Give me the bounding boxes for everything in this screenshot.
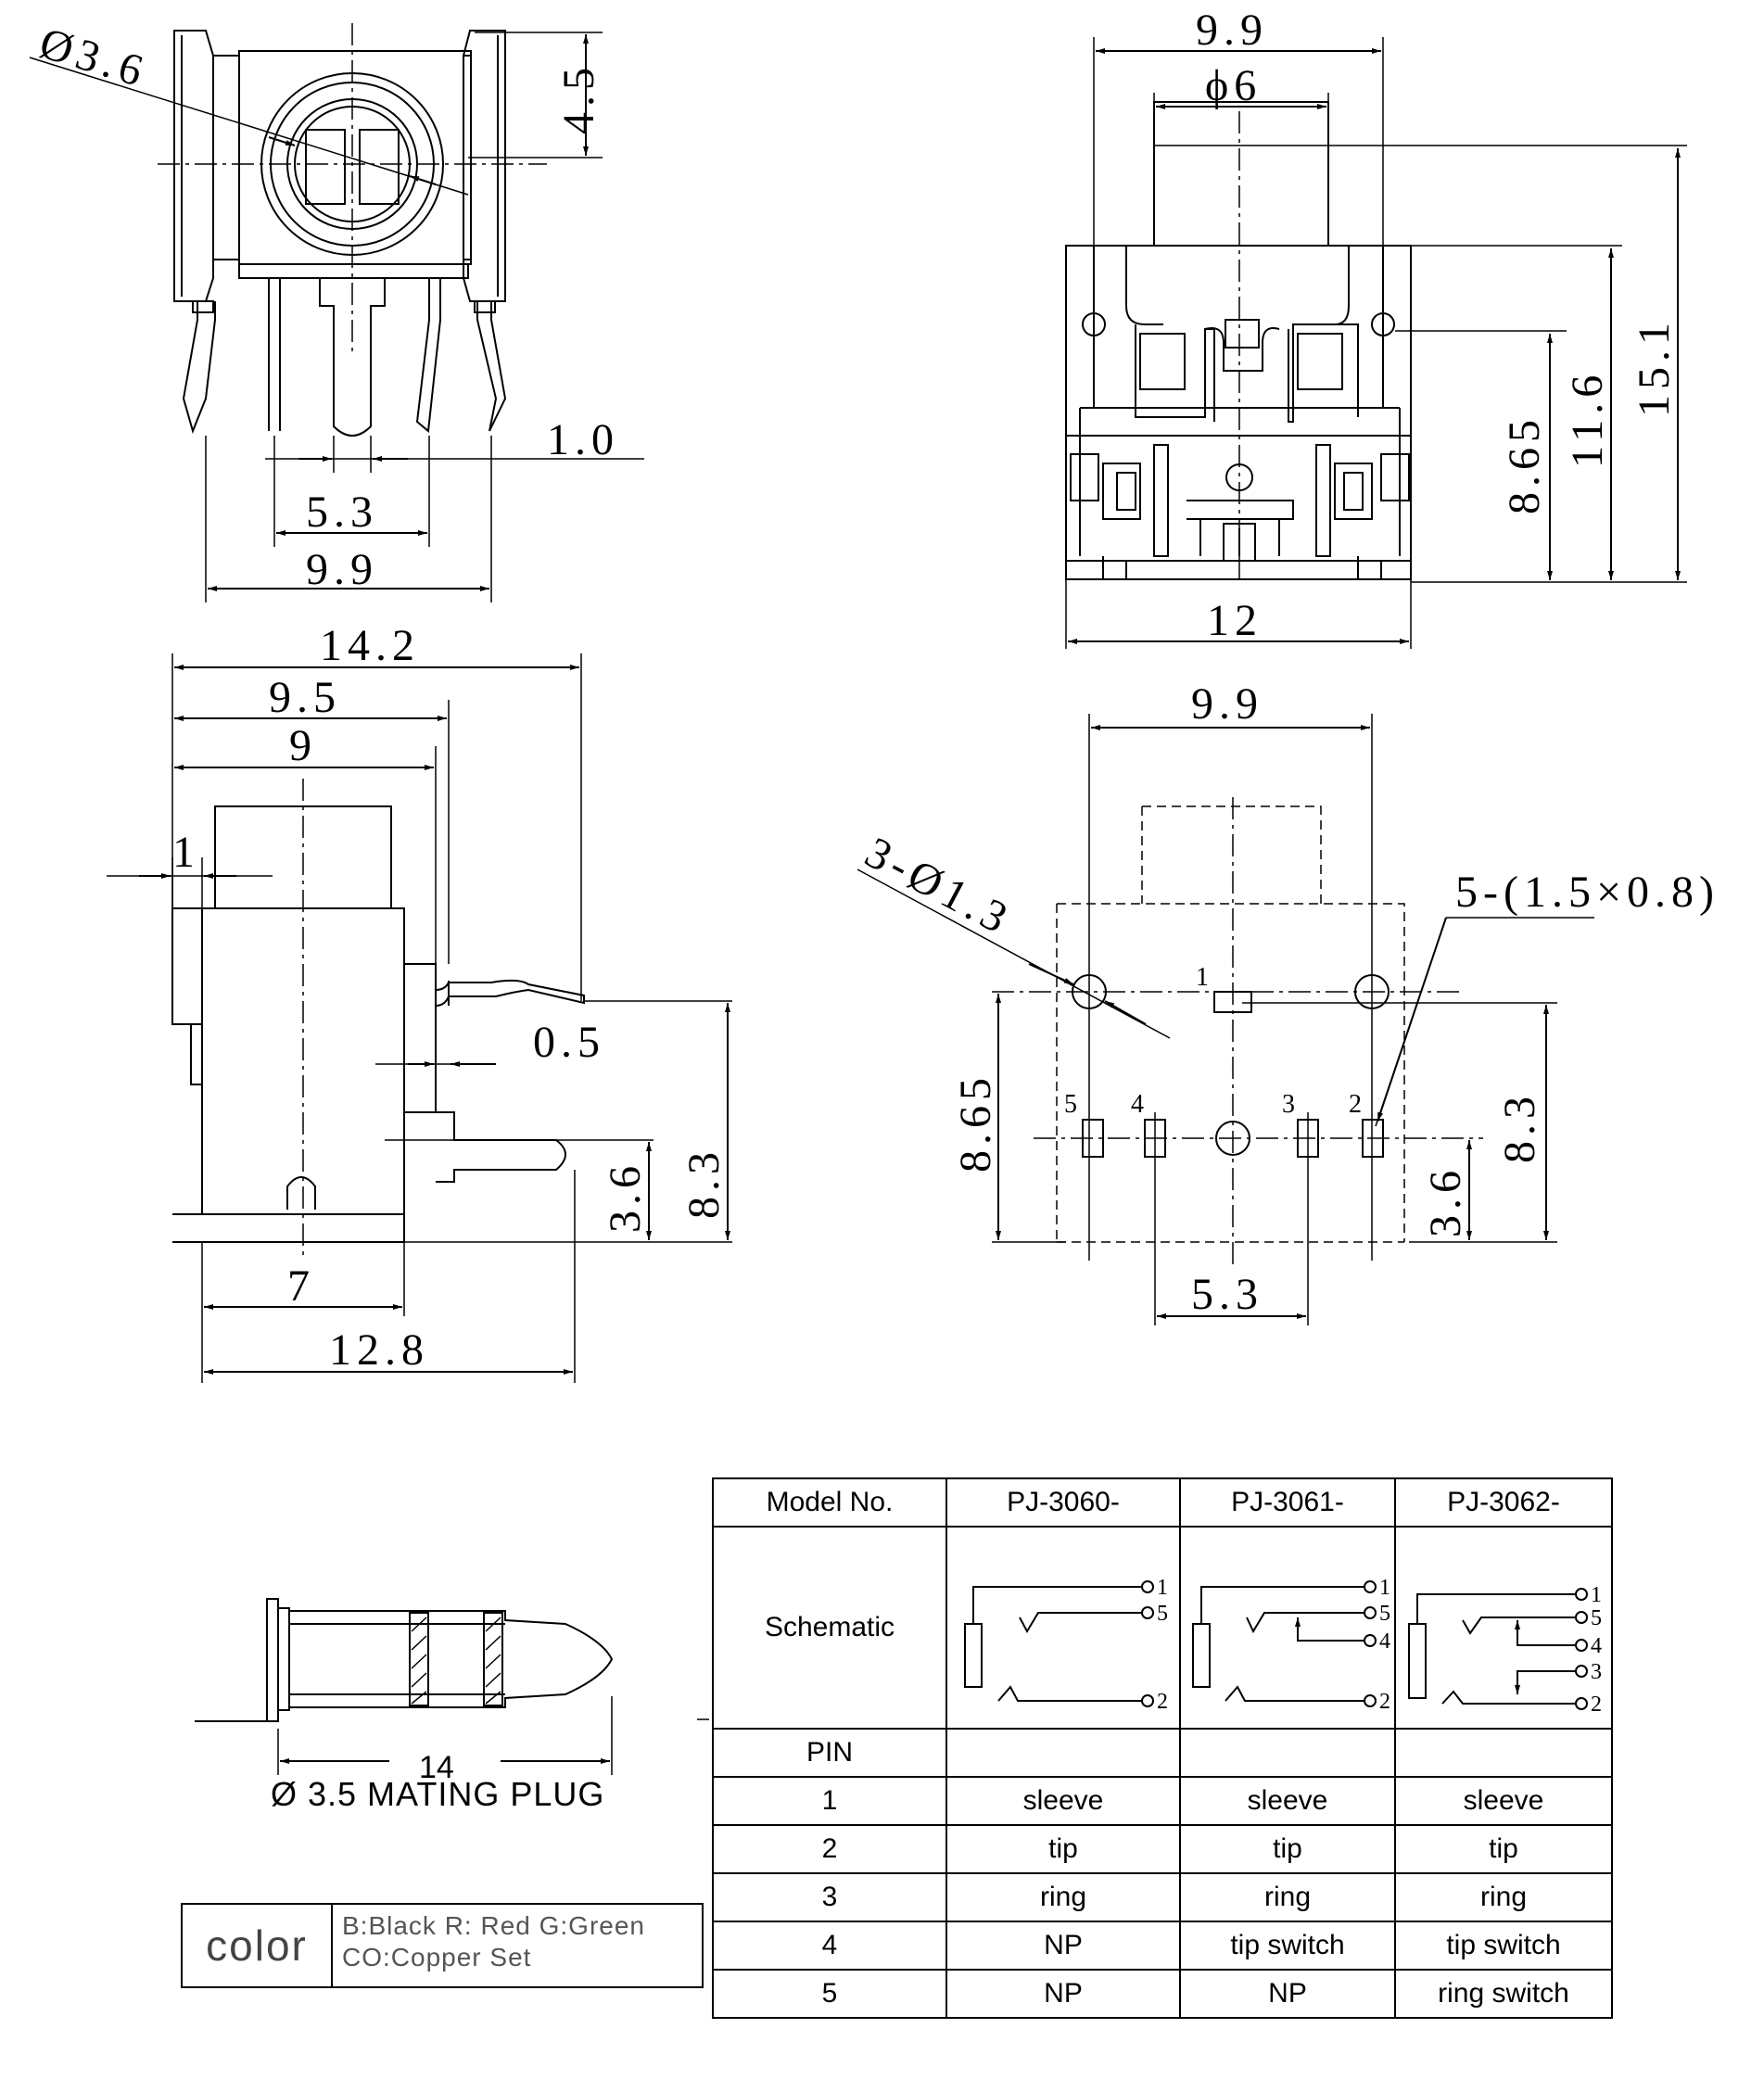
pcb-pin-number: 5 (1064, 1090, 1077, 1119)
front-view-labels: Ø3.6 4.5 1.0 5.3 9.9 (34, 19, 619, 594)
front-width-label: 9.9 (306, 545, 378, 594)
table-cell: ring (945, 1872, 1181, 1922)
pcb-pin-row-label: 3.6 (1421, 1165, 1470, 1237)
top-diameter-label: ϕ6 (1205, 61, 1262, 110)
top-bottom-width-label: 12 (1207, 596, 1263, 645)
front-pin-pitch-label: 5.3 (306, 488, 378, 537)
front-height-label: 4.5 (554, 62, 603, 134)
side-view-labels: 14.2 9.5 9 1 0.5 3.6 8.3 7 12.8 (172, 621, 729, 1375)
table-cell: sleeve (1394, 1776, 1613, 1826)
pcb-pin-numbers: 1 5 4 3 2 (1064, 963, 1362, 1119)
pcb-height-right-label: 8.3 (1495, 1091, 1544, 1163)
table-cell: 3 (712, 1872, 947, 1922)
empty-cell (945, 1728, 1181, 1778)
color-legend-line: B:Black R: Red G:Green (342, 1911, 646, 1940)
pcb-pin-number: 4 (1131, 1090, 1144, 1119)
pin-label: PIN (712, 1728, 947, 1778)
pcb-layout-labels: 9.9 3-Ø1.3 5-(1.5×0.8) 8.65 8.3 3.6 5.3 (857, 679, 1720, 1319)
table-schematic-row: Schematic (712, 1526, 1613, 1730)
color-legend-title: color (183, 1905, 333, 1986)
pcb-slots-label: 5-(1.5×0.8) (1455, 868, 1720, 917)
table-cell: tip switch (1179, 1921, 1396, 1971)
color-legend: color B:Black R: Red G:Green CO:Copper S… (181, 1903, 704, 1988)
table-cell: NP (1179, 1969, 1396, 2019)
pcb-pitch-label: 5.3 (1191, 1270, 1263, 1319)
side-length-9-label: 9 (289, 721, 317, 770)
top-width-label: 9.9 (1196, 6, 1268, 55)
table-cell: tip (1179, 1824, 1396, 1874)
table-cell: sleeve (945, 1776, 1181, 1826)
side-flange-label: 1 (172, 828, 200, 877)
empty-cell (1179, 1728, 1396, 1778)
top-height-151-label: 15.1 (1630, 317, 1679, 417)
plug-caption: Ø 3.5 MATING PLUG (271, 1775, 605, 1813)
pcb-width-label: 9.9 (1191, 679, 1263, 729)
top-height-116-label: 11.6 (1563, 370, 1612, 468)
top-height-865-label: 8.65 (1500, 414, 1549, 514)
side-view (107, 653, 732, 1383)
table-row: 4 NP tip switch tip switch (712, 1921, 1613, 1971)
table-cell: tip (945, 1824, 1181, 1874)
table-cell: 1 (712, 1776, 947, 1826)
table-header-cell: PJ-3062- (1394, 1477, 1613, 1528)
side-length-142-label: 14.2 (320, 621, 420, 670)
side-pin-height-label: 3.6 (601, 1160, 650, 1233)
table-header-cell: PJ-3061- (1179, 1477, 1396, 1528)
front-pin-width-label: 1.0 (547, 415, 619, 464)
side-total-height-label: 8.3 (679, 1147, 729, 1219)
table-cell: 4 (712, 1921, 947, 1971)
top-view (1065, 37, 1687, 649)
side-length-95-label: 9.5 (269, 673, 341, 722)
pcb-pin-number: 2 (1349, 1090, 1362, 1119)
side-base-7-label: 7 (287, 1262, 315, 1311)
color-legend-values: B:Black R: Red G:Green CO:Copper Set (333, 1905, 702, 1986)
table-header-row: Model No. PJ-3060- PJ-3061- PJ-3062- (712, 1477, 1613, 1528)
table-pin-header-row: PIN (712, 1728, 1613, 1778)
empty-cell (1394, 1728, 1613, 1778)
mating-plug (195, 1598, 709, 1775)
side-base-128-label: 12.8 (329, 1325, 429, 1375)
plug-length-label: 14 (419, 1750, 454, 1785)
table-row: 3 ring ring ring (712, 1872, 1613, 1922)
schematic-cell (1394, 1526, 1613, 1730)
pcb-holes-label: 3-Ø1.3 (857, 828, 1021, 945)
table-cell: tip (1394, 1824, 1613, 1874)
table-cell: ring (1179, 1872, 1396, 1922)
table-cell: sleeve (1179, 1776, 1396, 1826)
table-cell: ring (1394, 1872, 1613, 1922)
table-row: 1 sleeve sleeve sleeve (712, 1776, 1613, 1826)
pcb-pin-number: 1 (1196, 963, 1209, 992)
schematic-cell (945, 1526, 1181, 1730)
table-row: 2 tip tip tip (712, 1824, 1613, 1874)
table-cell: NP (945, 1969, 1181, 2019)
table-cell: NP (945, 1921, 1181, 1971)
schematic-label: Schematic (712, 1526, 947, 1730)
front-diameter-label: Ø3.6 (34, 19, 154, 97)
front-view (29, 23, 644, 602)
model-spec-table: Model No. PJ-3060- PJ-3061- PJ-3062- Sch… (712, 1477, 1613, 2019)
schematic-cell (1179, 1526, 1396, 1730)
pcb-height-left-label: 8.65 (951, 1072, 1000, 1173)
table-header-cell: PJ-3060- (945, 1477, 1181, 1528)
top-view-labels: 9.9 ϕ6 8.65 11.6 15.1 12 (1196, 6, 1679, 645)
table-header-cell: Model No. (712, 1477, 947, 1528)
table-cell: ring switch (1394, 1969, 1613, 2019)
color-legend-line: CO:Copper Set (342, 1943, 532, 1972)
pcb-pin-number: 3 (1282, 1090, 1295, 1119)
table-cell: 2 (712, 1824, 947, 1874)
side-lead-label: 0.5 (533, 1018, 605, 1067)
mating-plug-labels: 14 (419, 1750, 454, 1785)
table-row: 5 NP NP ring switch (712, 1969, 1613, 2019)
pcb-layout (857, 714, 1594, 1325)
table-cell: 5 (712, 1969, 947, 2019)
table-cell: tip switch (1394, 1921, 1613, 1971)
